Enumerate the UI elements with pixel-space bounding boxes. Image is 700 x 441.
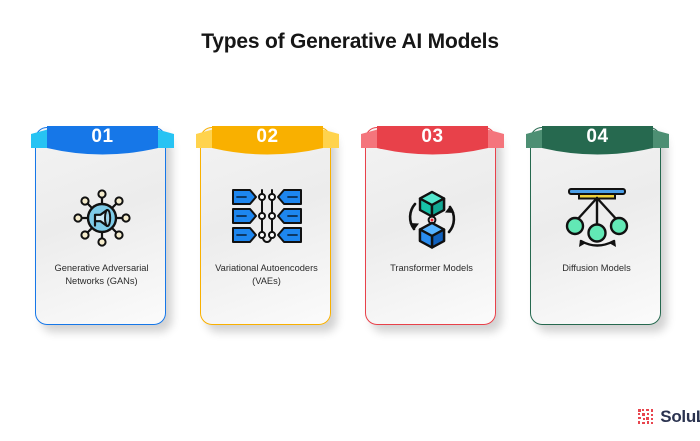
ribbon-02 bbox=[196, 118, 339, 164]
brand-logo[interactable]: SoluL bbox=[638, 407, 700, 427]
card-04[interactable]: Diffusion Models 04 bbox=[526, 118, 669, 333]
ribbon-number-03: 03 bbox=[421, 126, 444, 147]
ribbon-01 bbox=[31, 118, 174, 164]
ribbon-04 bbox=[526, 118, 669, 164]
ribbon-number-01: 01 bbox=[91, 126, 114, 147]
ribbon-03 bbox=[361, 118, 504, 164]
card-label-04: Diffusion Models bbox=[562, 263, 631, 273]
solulab-qr-mark bbox=[638, 408, 654, 424]
page-title: Types of Generative AI Models bbox=[201, 30, 499, 53]
card-label-01: Generative Adversarial Networks (GANs) bbox=[54, 263, 149, 286]
card-03[interactable]: Transformer Models 03 bbox=[361, 118, 504, 333]
card-01[interactable]: Generative Adversarial Networks (GANs) 0… bbox=[31, 118, 174, 333]
logo-text: SoluL bbox=[660, 407, 700, 426]
pendulum-diffusion-icon bbox=[531, 176, 660, 260]
ribbon-number-02: 02 bbox=[256, 126, 279, 147]
card-02[interactable]: Variational Autoencoders (VAEs) 02 bbox=[196, 118, 339, 333]
network-megaphone-icon bbox=[36, 176, 165, 260]
cards-row: Generative Adversarial Networks (GANs) 0… bbox=[0, 118, 700, 333]
card-label-02: Variational Autoencoders (VAEs) bbox=[215, 263, 318, 286]
encoder-decoder-icon bbox=[201, 176, 330, 260]
card-body-03: Transformer Models bbox=[365, 127, 496, 325]
card-label-03: Transformer Models bbox=[390, 263, 473, 273]
ribbon-number-04: 04 bbox=[586, 126, 609, 147]
rotating-cubes-icon bbox=[366, 176, 495, 260]
